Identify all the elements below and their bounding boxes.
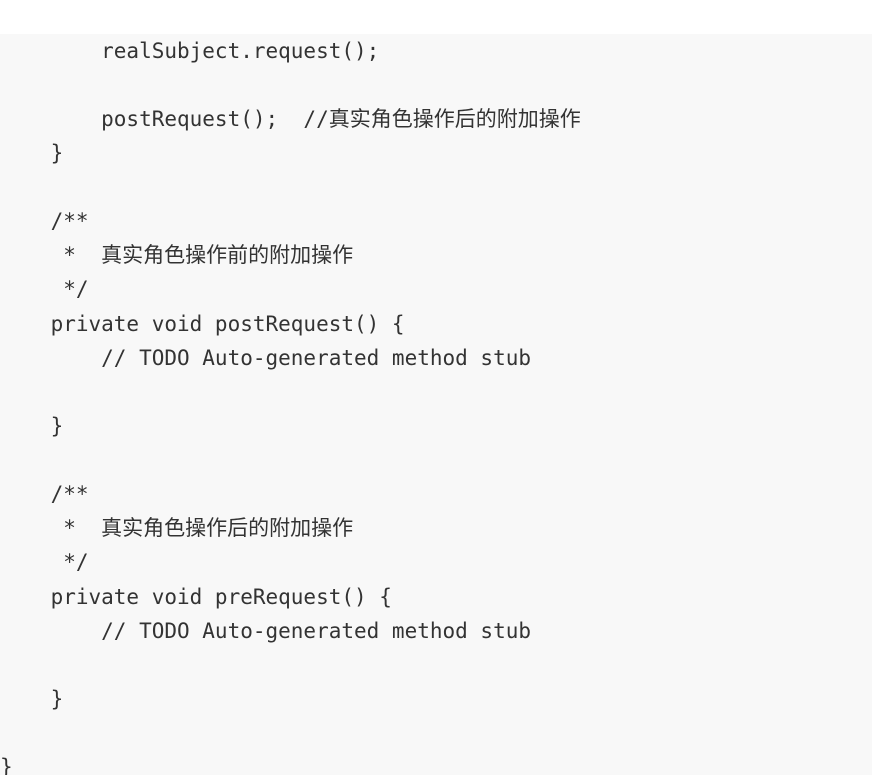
code-line: */ (0, 550, 89, 574)
code-line: * 真实角色操作前的附加操作 (0, 243, 354, 267)
code-line: // TODO Auto-generated method stub (0, 619, 532, 643)
code-block: realSubject.request(); postRequest(); //… (0, 34, 872, 775)
code-line: } (0, 414, 64, 438)
code-line: } (0, 687, 64, 711)
code-line: } (0, 755, 13, 775)
code-line: private void postRequest() { (0, 312, 405, 336)
code-line: */ (0, 277, 89, 301)
code-line: } (0, 141, 64, 165)
code-line: postRequest(); //真实角色操作后的附加操作 (0, 107, 581, 131)
code-line: /** (0, 482, 89, 506)
code-line: // TODO Auto-generated method stub (0, 346, 532, 370)
code-line: /** (0, 209, 89, 233)
code-line: private void preRequest() { (0, 585, 392, 609)
code-line: realSubject.request(); (0, 39, 380, 63)
code-line: * 真实角色操作后的附加操作 (0, 516, 354, 540)
